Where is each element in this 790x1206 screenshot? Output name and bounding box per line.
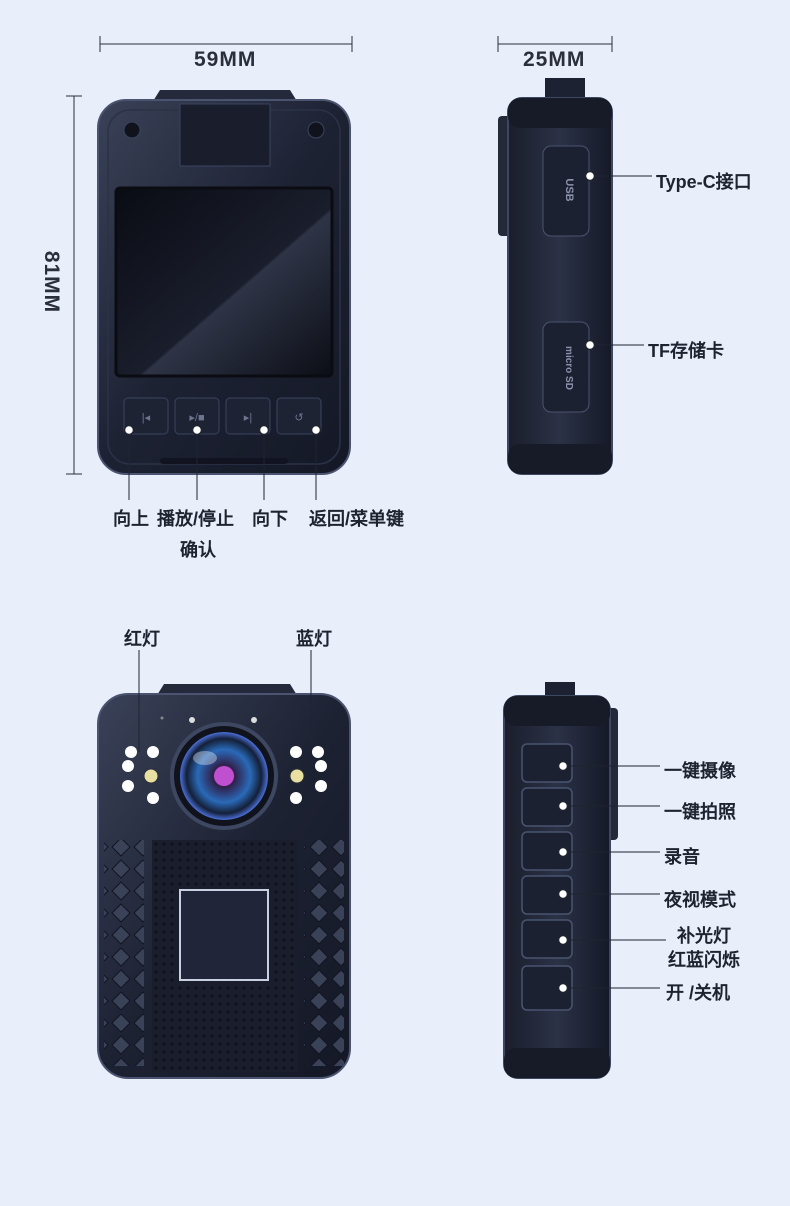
depth-dimension: 25MM (523, 48, 586, 71)
label-record: 一键摄像 (664, 761, 736, 781)
label-photo: 一键拍照 (664, 802, 736, 822)
svg-text:↺: ↺ (294, 412, 303, 424)
label-power: 开 /关机 (666, 983, 731, 1003)
svg-text:|◂: |◂ (142, 412, 151, 424)
usb-text: USB (563, 178, 575, 201)
svg-text:▸|: ▸| (244, 412, 252, 424)
label-usb-port: Type-C接口 (656, 172, 752, 192)
svg-text:▸/■: ▸/■ (189, 412, 204, 424)
label-red-light: 红灯 (124, 629, 160, 649)
micro-sd-text: micro SD (563, 346, 574, 390)
label-down: 向下 (252, 509, 288, 529)
label-fill-light: 补光灯 (677, 926, 731, 946)
label-confirm: 确认 (180, 540, 216, 560)
label-back-menu: 返回/菜单键 (309, 509, 405, 529)
label-night: 夜视模式 (664, 890, 736, 910)
label-audio: 录音 (664, 847, 700, 867)
label-up: 向上 (113, 509, 149, 529)
label-blue-light: 蓝灯 (296, 629, 332, 649)
width-dimension: 59MM (194, 48, 257, 71)
label-play-stop: 播放/停止 (157, 509, 235, 529)
label-flash: 红蓝闪烁 (668, 950, 740, 970)
label-tf-card: TF存储卡 (648, 341, 724, 361)
